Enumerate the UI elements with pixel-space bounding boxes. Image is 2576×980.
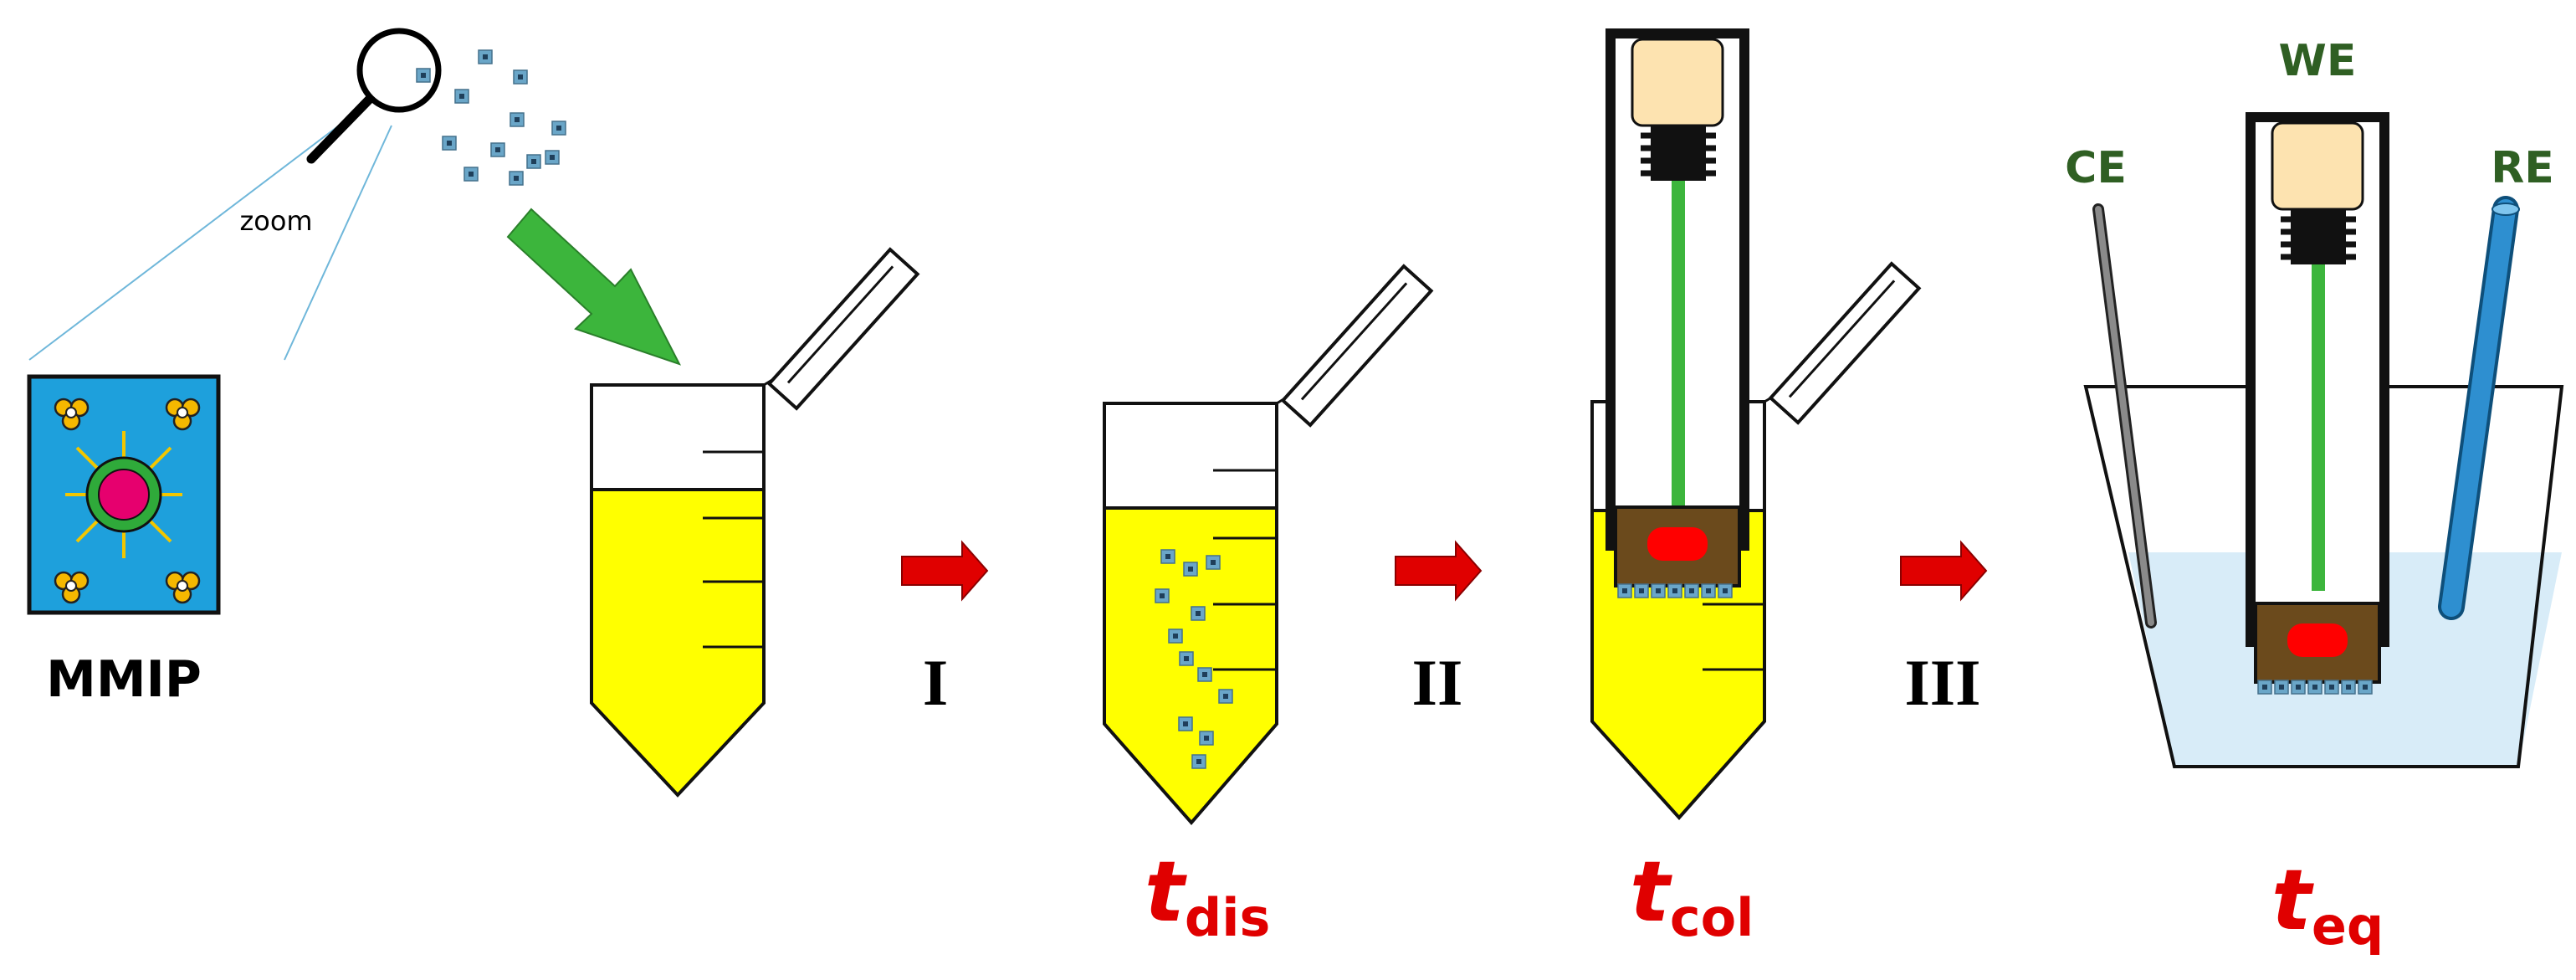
step-2-label: II	[1412, 646, 1463, 719]
magnifier-icon	[306, 28, 442, 164]
step-1-label: I	[923, 646, 948, 719]
zoom-line-right	[284, 125, 392, 361]
red-arrow-icon	[1395, 540, 1483, 602]
tube-1	[590, 247, 920, 798]
tube-2-cap-icon	[1276, 264, 1434, 428]
mmip-label: MMIP	[46, 650, 202, 709]
t-eq-label: teq	[2271, 851, 2384, 957]
tube-2-graduations	[1213, 469, 1277, 671]
mmip-particle-icon	[27, 374, 221, 615]
beaker-icon	[2083, 385, 2564, 768]
red-arrow-icon	[901, 540, 989, 602]
working-electrode	[2246, 112, 2389, 695]
we-label: WE	[2279, 36, 2357, 86]
tube-2	[1103, 264, 1434, 826]
captured-particles	[1617, 583, 1733, 598]
magnetic-pipette-icon	[1606, 28, 1749, 598]
tube-1-graduations	[703, 450, 764, 649]
step-3-label: III	[1904, 646, 1980, 719]
green-arrow-icon	[506, 208, 682, 366]
tube-3-cap-icon	[1764, 261, 1922, 425]
counter-electrode	[2092, 203, 2157, 629]
particle-cloud	[442, 49, 566, 186]
tube-1-cap-icon	[763, 247, 920, 411]
tube-3-graduations	[1703, 603, 1764, 671]
ce-label: CE	[2065, 143, 2127, 193]
t-col-label: tcol	[1630, 843, 1754, 948]
red-arrow-icon	[1900, 540, 1988, 602]
zoom-label: zoom	[239, 205, 312, 237]
reference-electrode	[2438, 196, 2520, 620]
t-dis-label: tdis	[1145, 843, 1270, 948]
electrochemical-cell: WE CE RE	[2065, 36, 2564, 768]
re-label: RE	[2491, 143, 2554, 193]
mmip-group: MMIP zoom	[27, 28, 682, 709]
zoom-line-left	[28, 112, 356, 361]
captured-particles	[2257, 680, 2373, 695]
